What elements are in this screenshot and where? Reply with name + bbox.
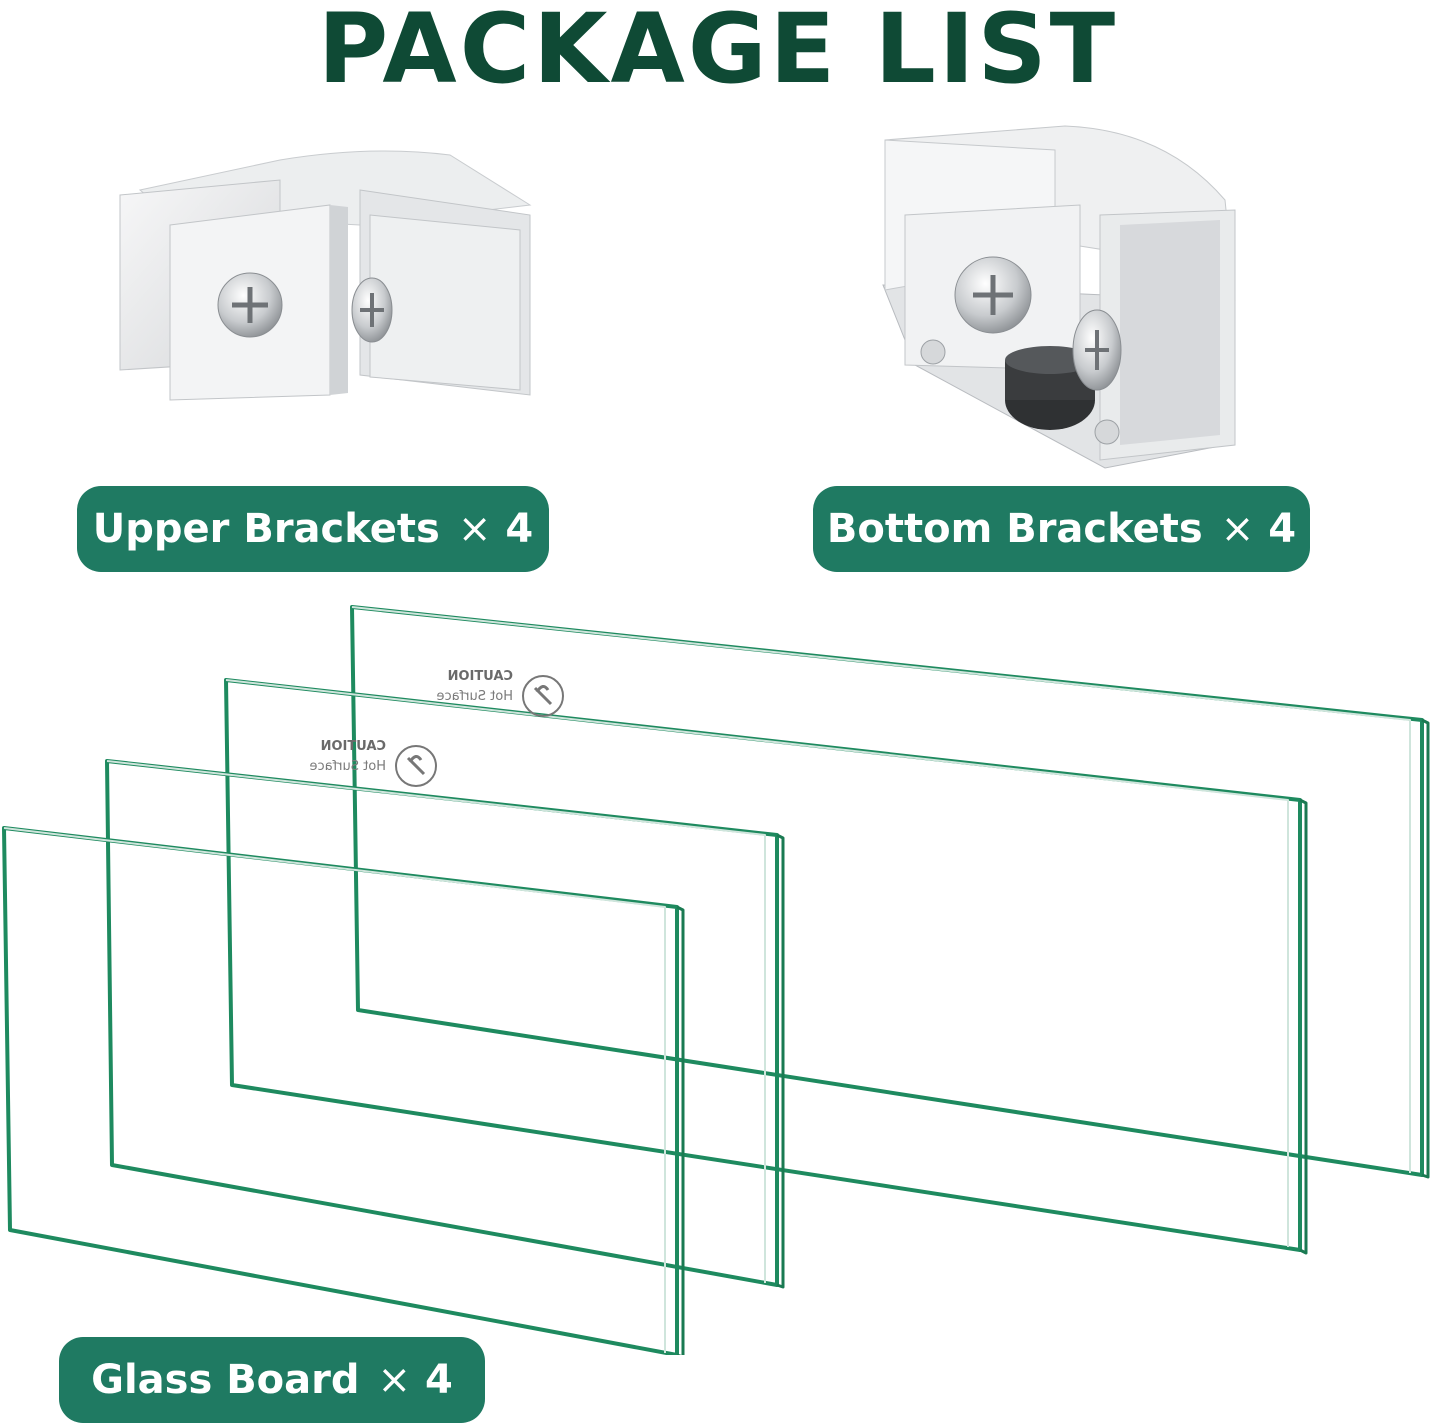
- caution-warning-1: CAUTION: [448, 669, 513, 684]
- upper-brackets-count: 4: [505, 506, 534, 552]
- upper-brackets-text: Upper Brackets: [92, 506, 440, 552]
- bottom-brackets-times: ×: [1220, 506, 1255, 552]
- glass-panel-1: [2, 826, 685, 1355]
- glass-panels-image: [2, 605, 1430, 1355]
- glass-board-text: Glass Board: [91, 1357, 360, 1403]
- caution-hand-icon: [522, 675, 564, 717]
- glass-panel-3: [224, 678, 1308, 1255]
- caution-hand-icon: [395, 745, 437, 787]
- caution-sticker-1: CAUTION Hot Surface: [437, 669, 564, 717]
- caution-warning-2: CAUTION: [321, 739, 386, 754]
- glass-panel-4: [350, 605, 1430, 1179]
- bottom-bracket-image: [882, 125, 1236, 469]
- bottom-brackets-count: 4: [1268, 506, 1297, 552]
- glass-board-count: 4: [425, 1357, 453, 1403]
- page-title: PACKAGE LIST: [317, 0, 1119, 105]
- glass-board-times: ×: [377, 1357, 412, 1403]
- caution-text-1: Hot Surface: [437, 689, 513, 704]
- glass-panel-2: [105, 759, 785, 1289]
- upper-brackets-label: Upper Brackets × 4: [77, 486, 549, 572]
- upper-bracket-image: [119, 150, 532, 401]
- bottom-brackets-label: Bottom Brackets × 4: [813, 486, 1310, 572]
- bottom-brackets-text: Bottom Brackets: [826, 506, 1203, 552]
- glass-board-label: Glass Board × 4: [59, 1337, 485, 1423]
- caution-sticker-2: CAUTION Hot Surface: [310, 739, 437, 787]
- upper-brackets-times: ×: [457, 506, 492, 552]
- caution-text-2: Hot Surface: [310, 759, 386, 774]
